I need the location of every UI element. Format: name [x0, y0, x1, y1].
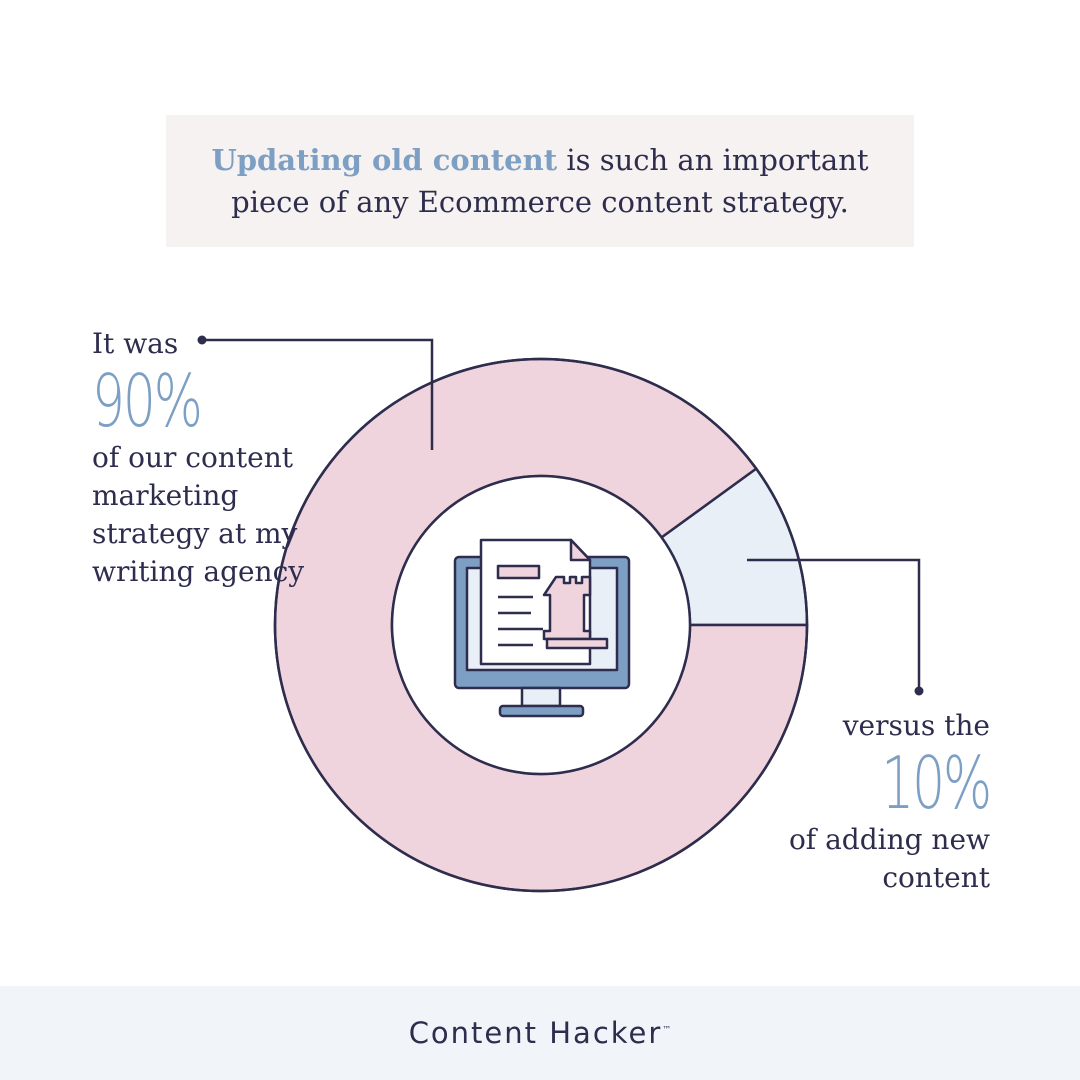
- right-callout: versus the 10% of adding new content: [760, 707, 992, 897]
- left-callout-value: 90%: [92, 359, 203, 443]
- right-callout-value: 10%: [881, 741, 992, 825]
- donut-outer-ring: [273, 357, 809, 893]
- footer: Content Hacker™: [0, 986, 1080, 1080]
- brand-name: Content Hacker: [408, 1016, 663, 1050]
- right-callout-prefix: versus the: [842, 709, 990, 742]
- headline-box: Updating old content is such an importan…: [166, 115, 914, 247]
- right-callout-suffix: of adding new content: [788, 823, 990, 894]
- left-callout: It was 90% of our content marketing stra…: [92, 325, 322, 591]
- monitor-document-chess-rook-icon: [453, 538, 631, 718]
- brand-logo: Content Hacker™: [409, 1016, 672, 1050]
- headline-rest: is such an important piece of any Ecomme…: [231, 143, 869, 219]
- headline-highlight: Updating old content: [211, 143, 558, 177]
- leader-line-90: [197, 335, 434, 450]
- headline: Updating old content is such an importan…: [190, 139, 890, 223]
- left-callout-suffix: of our content marketing strategy at my …: [92, 441, 305, 588]
- left-callout-prefix: It was: [92, 327, 179, 360]
- leader-line-10: [747, 558, 924, 696]
- trademark-symbol: ™: [662, 1025, 672, 1036]
